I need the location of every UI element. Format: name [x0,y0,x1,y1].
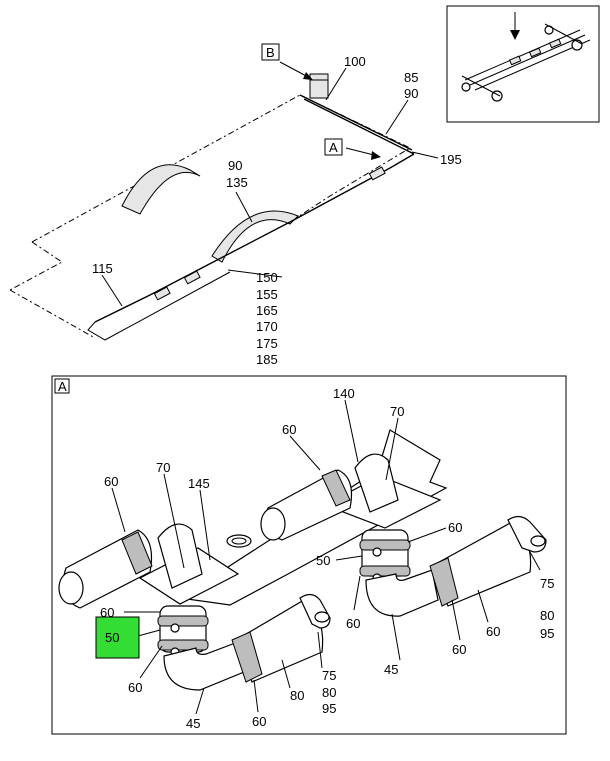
callout-50-right: 50 [316,553,330,568]
detail-a-marker [54,378,70,394]
callout-60-c: 60 [448,520,462,535]
callout-85: 85 [404,70,418,85]
frame-assembly-view: B A 100 85 90 195 90 135 115 150 155 165… [9,43,462,367]
left-clamp-lower [157,639,209,651]
rail-upper [299,94,413,151]
callout-170: 170 [256,319,278,334]
right-elbow-top [354,453,399,513]
locator-inset [446,5,600,123]
callout-195: 195 [440,152,462,167]
rail-clip-3 [368,166,386,181]
rail-lower [94,221,291,323]
callout-45-right: 45 [384,662,398,677]
callout-75-left: 75 [322,668,336,683]
callout-60-b: 60 [104,474,118,489]
callout-45-left: 45 [186,716,200,731]
callout-80-left: 80 [290,688,304,703]
callout-50-highlight: 50 [105,630,119,645]
callout-185: 185 [256,352,278,367]
callout-75-right: 75 [540,576,554,591]
view-b-label: B [266,45,275,60]
callout-60-h: 60 [128,680,142,695]
leader-85-90 [385,99,409,135]
callout-145: 145 [188,476,210,491]
right-lower-clamp [429,557,459,607]
frame-phantom-bottom [9,289,96,339]
callout-140: 140 [333,386,355,401]
callout-80-left-2: 80 [322,685,336,700]
callout-60-g: 60 [100,605,114,620]
floor-plate-hole [226,534,252,548]
truck-chassis-icon [461,23,591,102]
right-upper-clamp [321,469,351,507]
leader-150 [227,269,283,278]
callout-155: 155 [256,287,278,302]
right-clamp-lower [359,565,411,577]
detail-leaders [111,399,541,715]
callout-95-left: 95 [322,701,336,716]
callout-90-top: 90 [404,86,418,101]
callout-150: 150 [256,270,278,285]
right-hose-assembly [260,453,547,617]
right-upper-hose-end [260,507,286,541]
left-hose-assembly [58,523,331,691]
locator-frame [446,5,600,123]
frame-phantom-left [9,241,63,291]
detail-a-view: A [51,375,567,735]
right-lower-elbow [365,569,439,617]
locator-arrow-head-icon [510,30,520,40]
highlighted-part-50[interactable] [95,616,140,659]
callout-90-mid: 90 [228,158,242,173]
leader-115 [101,274,123,307]
detail-a-frame [51,375,567,735]
detail-a-label: A [58,379,67,394]
leader-195 [411,151,439,159]
callout-100: 100 [344,54,366,69]
callout-95-right: 95 [540,626,554,641]
left-upper-hose-end [58,571,84,605]
callout-60-e: 60 [486,624,500,639]
left-lower-clamp [231,631,263,683]
callout-60-a: 60 [282,422,296,437]
rail-clip-2 [183,270,201,285]
callout-80-right: 80 [540,608,554,623]
right-clamp-upper [359,539,411,551]
callout-60-i: 60 [252,714,266,729]
callout-60-d: 60 [346,616,360,631]
callout-165: 165 [256,303,278,318]
left-elbow-top [157,523,203,589]
view-b-marker [261,43,280,61]
rail-lower-edge [87,271,231,341]
frame-phantom-outline [31,94,412,243]
component-100 [309,73,329,99]
view-a-marker [324,138,343,156]
left-upper-clamp [121,531,153,575]
rail-upper-inner [303,98,415,155]
callout-135: 135 [226,175,248,190]
wheel-well-left [121,164,201,215]
callout-70-right: 70 [390,404,404,419]
wheel-well-right [211,210,299,263]
callout-60-f: 60 [452,642,466,657]
left-clamp-upper [157,615,209,627]
rail-right [289,153,415,223]
view-a-label: A [329,140,338,155]
callout-175: 175 [256,336,278,351]
callout-115: 115 [92,261,113,276]
callout-70-left: 70 [156,460,170,475]
leader-90-135 [235,191,253,223]
rail-clip-1 [153,286,171,301]
leader-100 [325,67,347,101]
